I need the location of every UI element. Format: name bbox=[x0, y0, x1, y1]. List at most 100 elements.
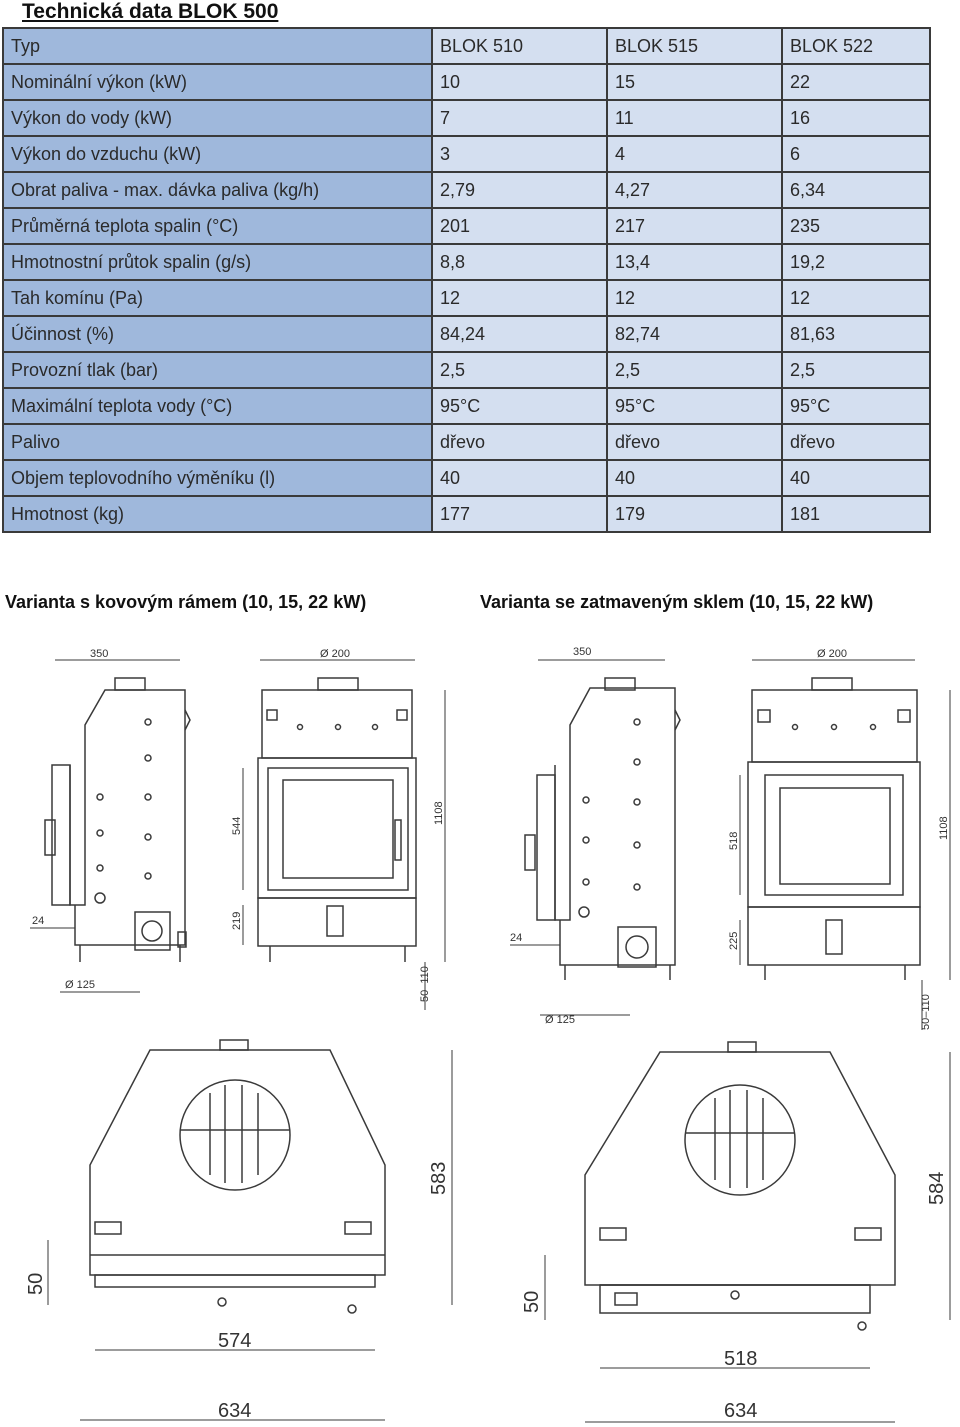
dim-24-left: 24 bbox=[32, 915, 44, 927]
page-title: Technická data BLOK 500 bbox=[22, 0, 279, 23]
parameter-cell: Objem teplovodního výměníku (l) bbox=[2, 459, 433, 497]
parameter-cell: Typ bbox=[2, 27, 433, 65]
side-view-right bbox=[524, 677, 681, 980]
dim-50-right: 50 bbox=[521, 1291, 543, 1313]
value-cell: 22 bbox=[781, 63, 931, 101]
parameter-cell: Obrat paliva - max. dávka paliva (kg/h) bbox=[2, 171, 433, 209]
value-cell: 4,27 bbox=[606, 171, 783, 209]
value-cell: 2,5 bbox=[431, 351, 608, 389]
value-cell: 40 bbox=[431, 459, 608, 497]
parameter-cell: Průměrná teplota spalin (°C) bbox=[2, 207, 433, 245]
value-cell: 16 bbox=[781, 99, 931, 137]
dim-50-110-left: 50–110 bbox=[419, 966, 431, 1002]
table-row: Obrat paliva - max. dávka paliva (kg/h)2… bbox=[2, 171, 931, 209]
dim-634-right: 634 bbox=[724, 1400, 757, 1422]
dimension-lines-right bbox=[510, 659, 951, 1423]
value-cell: 177 bbox=[431, 495, 608, 533]
dim-574-left: 574 bbox=[218, 1330, 251, 1352]
parameter-cell: Provozní tlak (bar) bbox=[2, 351, 433, 389]
value-cell: 19,2 bbox=[781, 243, 931, 281]
right-variant-drawings bbox=[510, 659, 951, 1423]
dim-583-left: 583 bbox=[428, 1162, 450, 1195]
parameter-cell: Maximální teplota vody (°C) bbox=[2, 387, 433, 425]
dim-50-left: 50 bbox=[25, 1273, 47, 1295]
dim-518-front-right: 518 bbox=[728, 832, 740, 850]
value-cell: 4 bbox=[606, 135, 783, 173]
value-cell: 179 bbox=[606, 495, 783, 533]
parameter-cell: Hmotnost (kg) bbox=[2, 495, 433, 533]
value-cell: 95°C bbox=[431, 387, 608, 425]
value-cell: 2,79 bbox=[431, 171, 608, 209]
dim-544-left: 544 bbox=[231, 817, 243, 835]
side-view-left bbox=[44, 677, 191, 962]
dim-584-right: 584 bbox=[926, 1172, 948, 1205]
dim-350-left: 350 bbox=[90, 648, 108, 660]
value-cell: 81,63 bbox=[781, 315, 931, 353]
value-cell: dřevo bbox=[606, 423, 783, 461]
caption-right: Varianta se zatmaveným sklem (10, 15, 22… bbox=[480, 592, 874, 612]
value-cell: 8,8 bbox=[431, 243, 608, 281]
dim-1108-right: 1108 bbox=[938, 816, 950, 840]
value-cell: 6,34 bbox=[781, 171, 931, 209]
value-cell: dřevo bbox=[431, 423, 608, 461]
parameter-cell: Výkon do vody (kW) bbox=[2, 99, 433, 137]
parameter-cell: Nominální výkon (kW) bbox=[2, 63, 433, 101]
value-cell: 201 bbox=[431, 207, 608, 245]
dim-518-right: 518 bbox=[724, 1348, 757, 1370]
value-cell: BLOK 510 bbox=[431, 27, 608, 65]
value-cell: 95°C bbox=[781, 387, 931, 425]
dim-125-left: Ø 125 bbox=[65, 979, 95, 991]
dim-200-left: Ø 200 bbox=[320, 648, 350, 660]
value-cell: 12 bbox=[606, 279, 783, 317]
value-cell: 2,5 bbox=[606, 351, 783, 389]
value-cell: 2,5 bbox=[781, 351, 931, 389]
dim-634-left: 634 bbox=[218, 1400, 251, 1422]
value-cell: 40 bbox=[606, 459, 783, 497]
value-cell: 40 bbox=[781, 459, 931, 497]
value-cell: 12 bbox=[781, 279, 931, 317]
value-cell: 13,4 bbox=[606, 243, 783, 281]
value-cell: 6 bbox=[781, 135, 931, 173]
dim-219-left: 219 bbox=[231, 912, 243, 930]
value-cell: 10 bbox=[431, 63, 608, 101]
value-cell: 7 bbox=[431, 99, 608, 137]
value-cell: 12 bbox=[431, 279, 608, 317]
dimension-lines-left bbox=[30, 659, 453, 1421]
parameter-cell: Výkon do vzduchu (kW) bbox=[2, 135, 433, 173]
dim-24-right: 24 bbox=[510, 932, 522, 944]
dim-1108-left: 1108 bbox=[433, 801, 445, 825]
value-cell: BLOK 515 bbox=[606, 27, 783, 65]
left-variant-drawings bbox=[30, 659, 453, 1421]
parameter-cell: Hmotnostní průtok spalin (g/s) bbox=[2, 243, 433, 281]
value-cell: 217 bbox=[606, 207, 783, 245]
value-cell: dřevo bbox=[781, 423, 931, 461]
parameter-cell: Tah komínu (Pa) bbox=[2, 279, 433, 317]
value-cell: 11 bbox=[606, 99, 783, 137]
front-view-left bbox=[257, 677, 417, 962]
value-cell: BLOK 522 bbox=[781, 27, 931, 65]
dim-125-right: Ø 125 bbox=[545, 1014, 575, 1026]
value-cell: 15 bbox=[606, 63, 783, 101]
value-cell: 95°C bbox=[606, 387, 783, 425]
parameter-cell: Palivo bbox=[2, 423, 433, 461]
parameter-cell: Účinnost (%) bbox=[2, 315, 433, 353]
front-view-right bbox=[747, 677, 921, 980]
value-cell: 84,24 bbox=[431, 315, 608, 353]
dim-200-right: Ø 200 bbox=[817, 648, 847, 660]
top-view-left bbox=[89, 1039, 386, 1314]
dim-350-right: 350 bbox=[573, 646, 591, 658]
